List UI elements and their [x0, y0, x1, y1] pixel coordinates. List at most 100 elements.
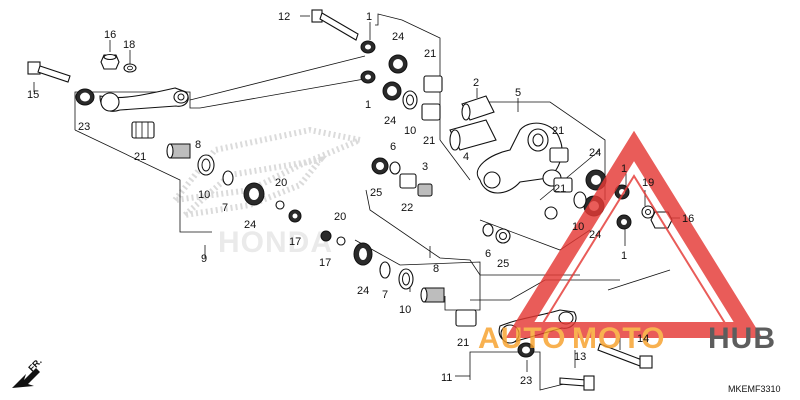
watermark-moto: MOTO [572, 322, 665, 355]
callout-24: 24 [589, 147, 601, 159]
diagram-code: MKEMF3310 [728, 384, 781, 394]
washer-7-lower [379, 261, 391, 279]
collar-4 [449, 119, 497, 151]
callout-24: 24 [392, 31, 404, 43]
callout-16: 16 [104, 29, 116, 41]
callout-8: 8 [433, 263, 439, 275]
callout-10: 10 [404, 125, 416, 137]
callout-21: 21 [457, 337, 469, 349]
bolt-12 [311, 9, 359, 41]
bolt-13 [559, 375, 595, 391]
callout-21: 21 [552, 125, 564, 137]
seal-25-bottom [495, 228, 511, 244]
callout-6: 6 [390, 141, 396, 153]
collar-8-left [166, 143, 191, 159]
callout-25: 25 [370, 187, 382, 199]
washer-7-left [222, 170, 234, 186]
callout-10: 10 [198, 189, 210, 201]
front-direction-arrow: FR. [12, 356, 44, 388]
callout-20: 20 [334, 211, 346, 223]
watermark-auto: AUTO [478, 322, 566, 355]
bearing-21-center-bottom [421, 103, 441, 121]
watermark-hub: HUB [708, 322, 776, 355]
honda-text-watermark: HONDA [218, 226, 333, 259]
callout-17: 17 [319, 257, 331, 269]
washer-1-right-bottom [616, 214, 632, 230]
nut-17-left [288, 209, 302, 223]
callout-7: 7 [382, 289, 388, 301]
honda-wing-watermark: HONDA [167, 126, 371, 259]
bearing-21-lower [455, 309, 477, 327]
callout-21: 21 [423, 135, 435, 147]
washer-10-center [402, 90, 418, 110]
callout-24: 24 [589, 229, 601, 241]
group-box-center [365, 13, 580, 276]
callout-10: 10 [399, 304, 411, 316]
callout-15: 15 [27, 89, 39, 101]
bearing-21-left [131, 121, 155, 139]
callout-1: 1 [621, 163, 627, 175]
seal-23-left [75, 88, 95, 106]
washer-18 [123, 63, 137, 73]
callout-11: 11 [441, 372, 452, 384]
callout-1: 1 [365, 99, 371, 111]
washer-19 [641, 205, 655, 219]
fr-label: FR. [26, 356, 43, 373]
seal-24-top [388, 54, 408, 74]
group-box-left-link [74, 91, 212, 233]
callout-18: 18 [123, 39, 135, 51]
callout-1: 1 [621, 250, 627, 262]
callout-4: 4 [463, 151, 469, 163]
callout-14: 14 [637, 333, 649, 345]
callouts: 12 1 16 18 24 21 15 2 5 1 23 24 10 21 21… [27, 11, 694, 387]
seal-24-left [243, 182, 265, 206]
washer-6-bottom [482, 223, 494, 237]
callout-24: 24 [244, 219, 256, 231]
seal-24-lower [353, 242, 373, 266]
callout-16: 16 [682, 213, 694, 225]
seal-25-center [371, 157, 389, 175]
callout-21: 21 [134, 151, 146, 163]
callout-13: 13 [574, 351, 586, 363]
washer-20-left [275, 200, 285, 210]
callout-9: 9 [201, 253, 207, 265]
center-link-5 [477, 122, 563, 194]
washer-10-right [573, 191, 587, 209]
seal-23-lower [517, 342, 535, 358]
callout-23: 23 [520, 375, 532, 387]
collar-8-lower [420, 287, 445, 303]
connecting-rod-left [99, 87, 189, 112]
washer-10-lower [398, 268, 414, 290]
bearing-21-center-top [423, 75, 443, 93]
washer-1-top [360, 40, 376, 54]
callout-21: 21 [554, 183, 566, 195]
collar-2 [461, 95, 495, 121]
bolt-14 [597, 343, 653, 369]
group-box-lower [354, 239, 620, 391]
callout-19: 19 [642, 177, 654, 189]
bolt-15 [27, 61, 71, 83]
callout-10: 10 [572, 221, 584, 233]
callout-20: 20 [275, 177, 287, 189]
washer-17-lower [320, 230, 332, 242]
callout-8: 8 [195, 139, 201, 151]
washer-10-left [197, 154, 215, 176]
callout-24: 24 [384, 115, 396, 127]
callout-5: 5 [515, 87, 521, 99]
washer-21-bottom [544, 206, 558, 220]
nut-16-left [100, 53, 120, 70]
callout-3: 3 [422, 161, 428, 173]
washer-20-lower [336, 236, 346, 246]
bearing-21-right-top [549, 147, 569, 163]
callout-6: 6 [485, 248, 491, 260]
callout-1: 1 [366, 11, 372, 23]
callout-23: 23 [78, 121, 90, 133]
automotohub-watermark: AUTO MOTO HUB [478, 130, 776, 355]
callout-12: 12 [278, 11, 290, 23]
leader-lines [33, 15, 680, 377]
washer-6-center [389, 161, 401, 175]
callout-17: 17 [289, 236, 301, 248]
callout-21: 21 [424, 48, 436, 60]
callout-7: 7 [222, 202, 228, 214]
